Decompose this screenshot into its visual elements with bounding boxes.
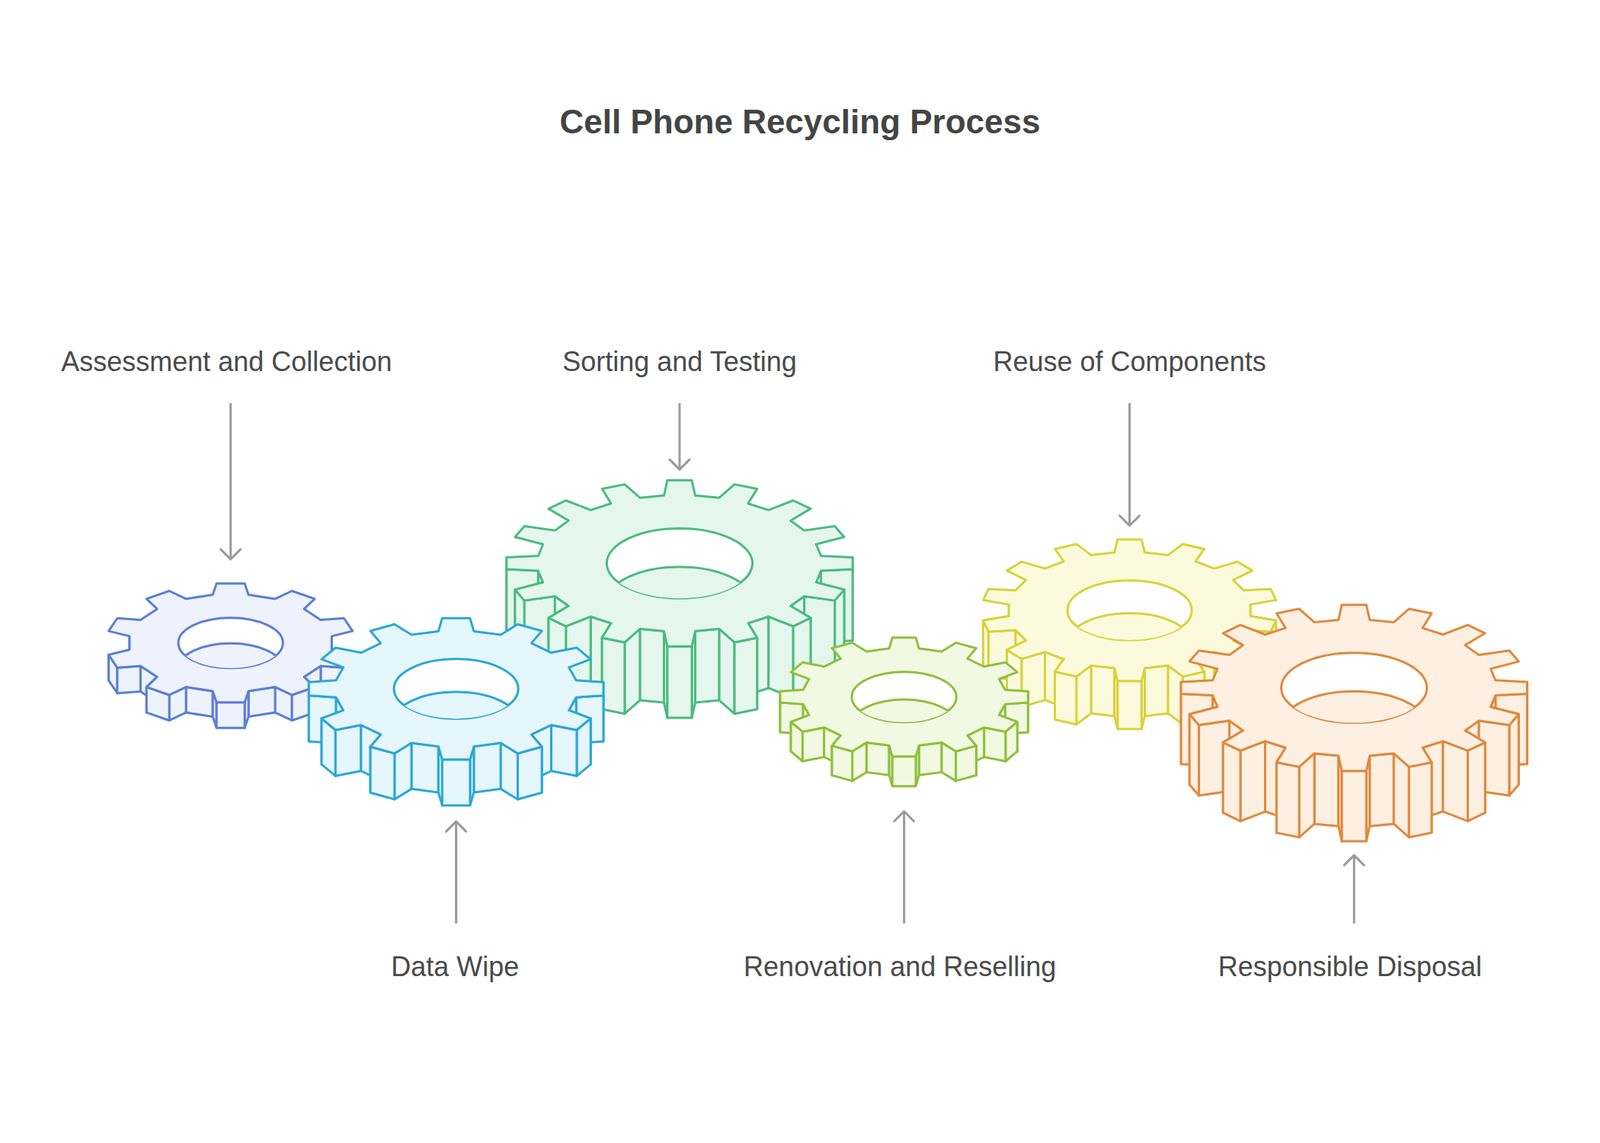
leader-arrow [1344,854,1364,924]
leader-line [678,403,681,470]
arrow-head [446,821,467,832]
arrow-head [1344,854,1364,865]
leader-arrow [894,811,915,924]
step-label: Reuse of Components [976,339,1284,384]
gear-side [335,724,361,776]
gear-node: Sorting and Testing [505,480,853,718]
gear-side [518,746,543,800]
arrow-head [220,549,241,560]
leader-line [229,403,232,560]
gear-side [441,759,471,806]
gear-side [918,742,942,776]
gear-side [1443,741,1468,822]
gear [308,617,604,806]
gear-face [506,480,853,647]
gear-hole-inner [1281,691,1428,762]
gear-hole-inner [393,691,519,752]
gear [1180,604,1527,842]
gear-side [1341,771,1367,842]
leader-line [454,821,458,924]
gear-side [1054,671,1076,724]
leader-arrow [446,821,467,924]
leader-line [1128,403,1131,526]
gear-hole-inner [606,566,752,637]
step-label: Data Wipe [301,944,608,989]
gear-hole-inner [1067,613,1192,673]
gear-face [1180,604,1527,772]
gear-side [802,727,824,762]
arrow-head [894,811,915,822]
gear-node: Renovation and Reselling [779,636,1029,787]
gear-side [1509,713,1519,796]
gear-side [1408,761,1432,837]
step-label: Assessment and Collection [32,339,421,384]
gear-node: Reuse of Components [981,539,1277,730]
gear-side [117,665,141,694]
gear-side [550,724,576,776]
gear-side [1276,761,1300,837]
gear-side [1369,753,1395,826]
leader-arrow [220,403,241,560]
gear-side [734,637,758,714]
gear-hole-inner [851,699,957,750]
leader-arrow [669,403,690,470]
arrow-head [669,459,690,470]
gear-side [640,628,665,703]
gear-side [1189,713,1199,796]
diagram-title: Cell Phone Recycling Process [0,102,1600,141]
gear-side [1145,665,1169,716]
gear-side [370,746,395,800]
gear-side [892,756,916,787]
gear-node: Responsible Disposal [1180,604,1528,842]
gear-side [601,637,625,714]
step-label: Responsible Disposal [1196,944,1504,989]
leader-arrow [1120,403,1140,526]
gear-side [694,628,720,703]
gear-side [1467,742,1485,821]
gear-side [667,646,692,718]
gear-side [216,702,245,728]
step-label: Sorting and Testing [444,339,915,384]
arrow-head [1120,515,1140,526]
gear-node: Data Wipe [307,617,604,807]
gear-hole-inner [178,643,283,694]
gear-face [780,637,1028,757]
gear-side [866,742,890,776]
gear-face [308,617,604,760]
leader-line [902,811,906,924]
gear-side [1091,665,1115,716]
gear-side [1314,753,1339,826]
gear [780,637,1028,787]
gear-side [984,727,1006,762]
gear-side [1117,681,1142,730]
gear-side [473,742,501,793]
gear-side [411,742,439,793]
leader-line [1353,854,1356,924]
gear-node: Assessment and Collection [105,582,356,728]
gear-side [1240,741,1265,822]
gear-side [1222,742,1241,821]
step-label: Renovation and Reselling [706,944,1095,989]
gear-side [768,616,794,698]
